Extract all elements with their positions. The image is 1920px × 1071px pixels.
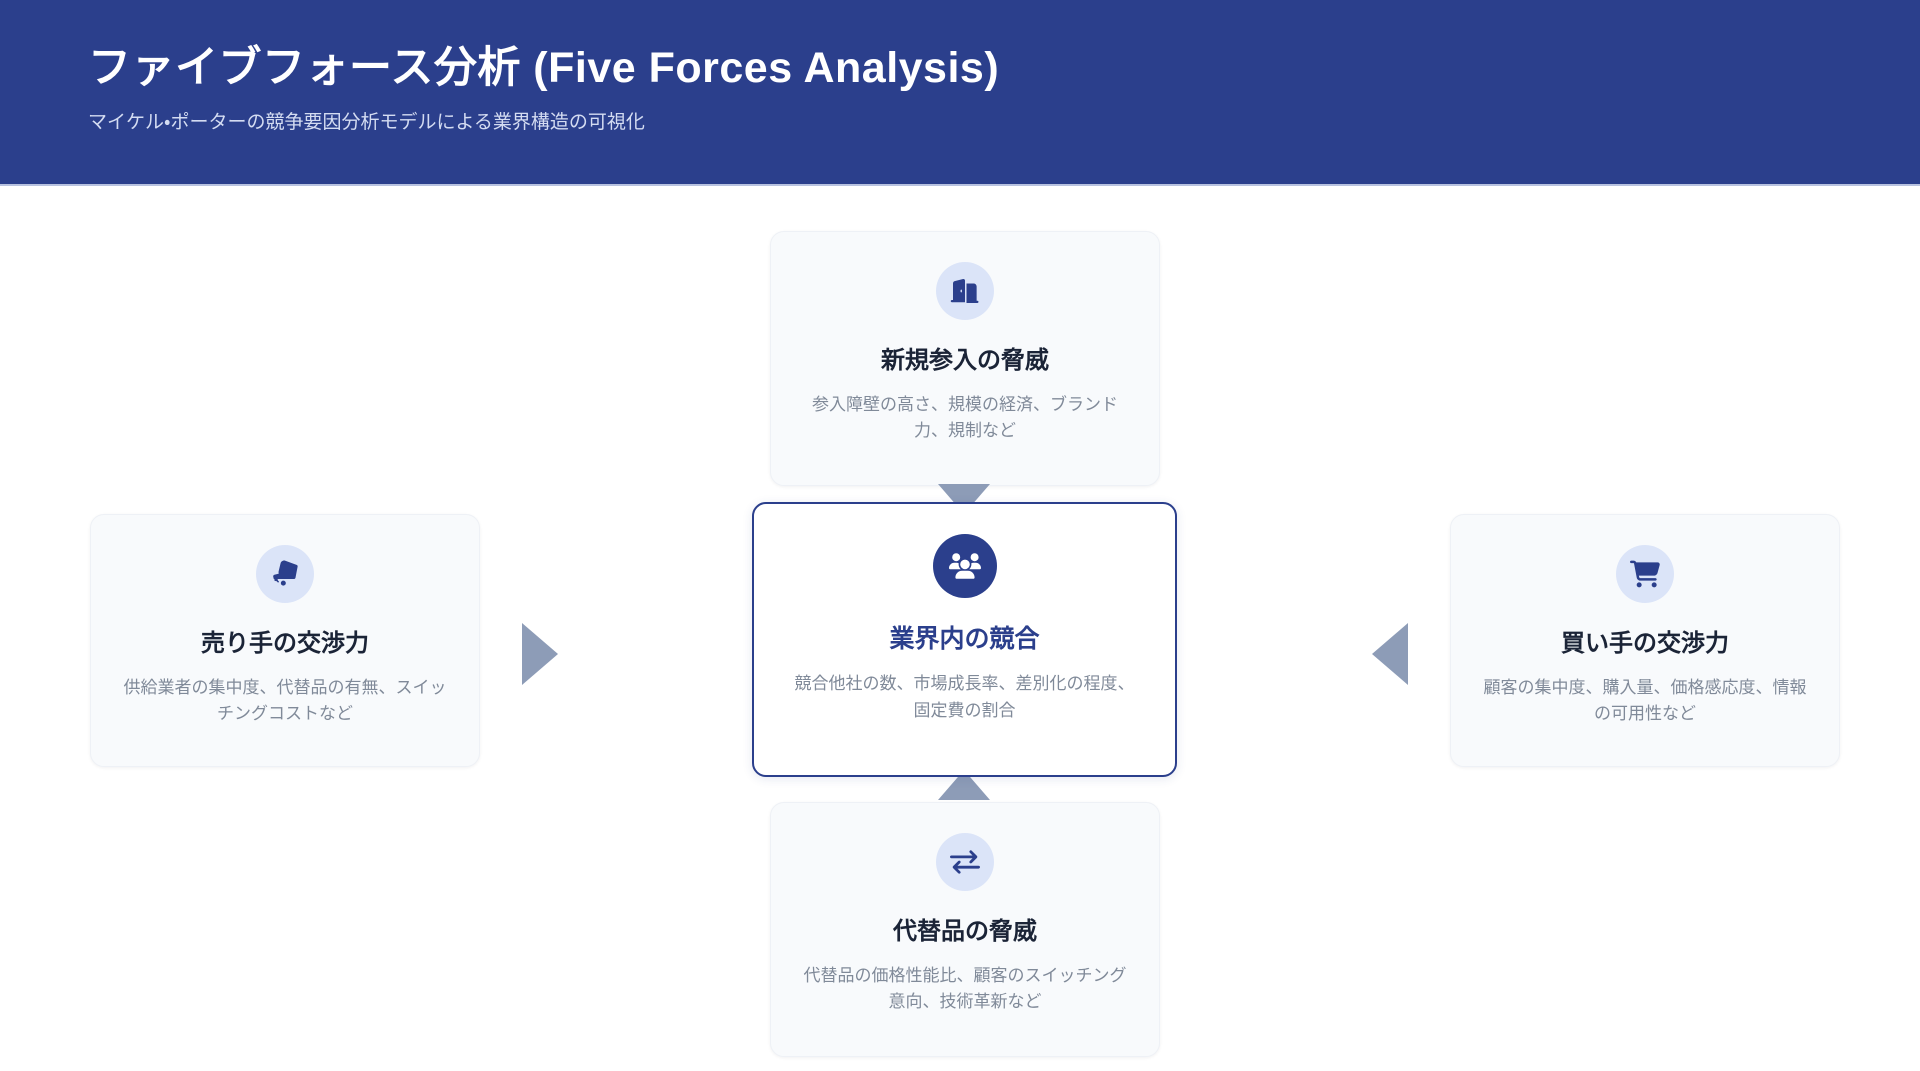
force-title: 業界内の競合 (889, 625, 1040, 653)
force-card-bargaining-power-of-suppliers[interactable]: 売り手の交渉力 供給業者の集中度、代替品の有無、スイッチングコストなど (90, 514, 480, 767)
five-forces-diagram: 新規参入の脅威 参入障壁の高さ、規模の経済、ブランド力、規制など 売り手の交渉力… (0, 186, 1920, 1071)
force-title: 新規参入の脅威 (881, 347, 1049, 374)
arrow-left-icon (1372, 623, 1408, 685)
door-open-icon (936, 262, 994, 320)
exchange-arrows-icon (936, 833, 994, 891)
page-header: ファイブフォース分析 (Five Forces Analysis) マイケル・ポ… (0, 0, 1920, 186)
force-card-competitive-rivalry[interactable]: 業界内の競合 競合他社の数、市場成長率、差別化の程度、固定費の割合 (752, 502, 1177, 777)
page-subtitle: マイケル・ポーターの競争要因分析モデルによる業界構造の可視化 (88, 112, 645, 134)
force-description: 供給業者の集中度、代替品の有無、スイッチングコストなど (123, 678, 447, 724)
page-title: ファイブフォース分析 (Five Forces Analysis) (88, 44, 1000, 92)
force-description: 競合他社の数、市場成長率、差別化の程度、固定費の割合 (794, 674, 1135, 720)
shopping-cart-icon (1616, 545, 1674, 603)
force-description: 代替品の価格性能比、顧客のスイッチング意向、技術革新など (803, 966, 1127, 1012)
arrow-right-icon (522, 623, 558, 685)
users-group-icon (932, 534, 997, 598)
force-description: 顧客の集中度、購入量、価格感応度、情報の可用性など (1483, 678, 1807, 724)
force-card-threat-of-substitutes[interactable]: 代替品の脅威 代替品の価格性能比、顧客のスイッチング意向、技術革新など (770, 802, 1160, 1057)
force-title: 売り手の交渉力 (201, 630, 369, 657)
force-title: 代替品の脅威 (893, 918, 1037, 945)
force-title: 買い手の交渉力 (1561, 630, 1729, 657)
force-card-bargaining-power-of-buyers[interactable]: 買い手の交渉力 顧客の集中度、購入量、価格感応度、情報の可用性など (1450, 514, 1840, 767)
force-description: 参入障壁の高さ、規模の経済、ブランド力、規制など (812, 395, 1118, 441)
dolly-hand-truck-icon (256, 545, 314, 603)
force-card-threat-of-new-entrants[interactable]: 新規参入の脅威 参入障壁の高さ、規模の経済、ブランド力、規制など (770, 231, 1160, 486)
